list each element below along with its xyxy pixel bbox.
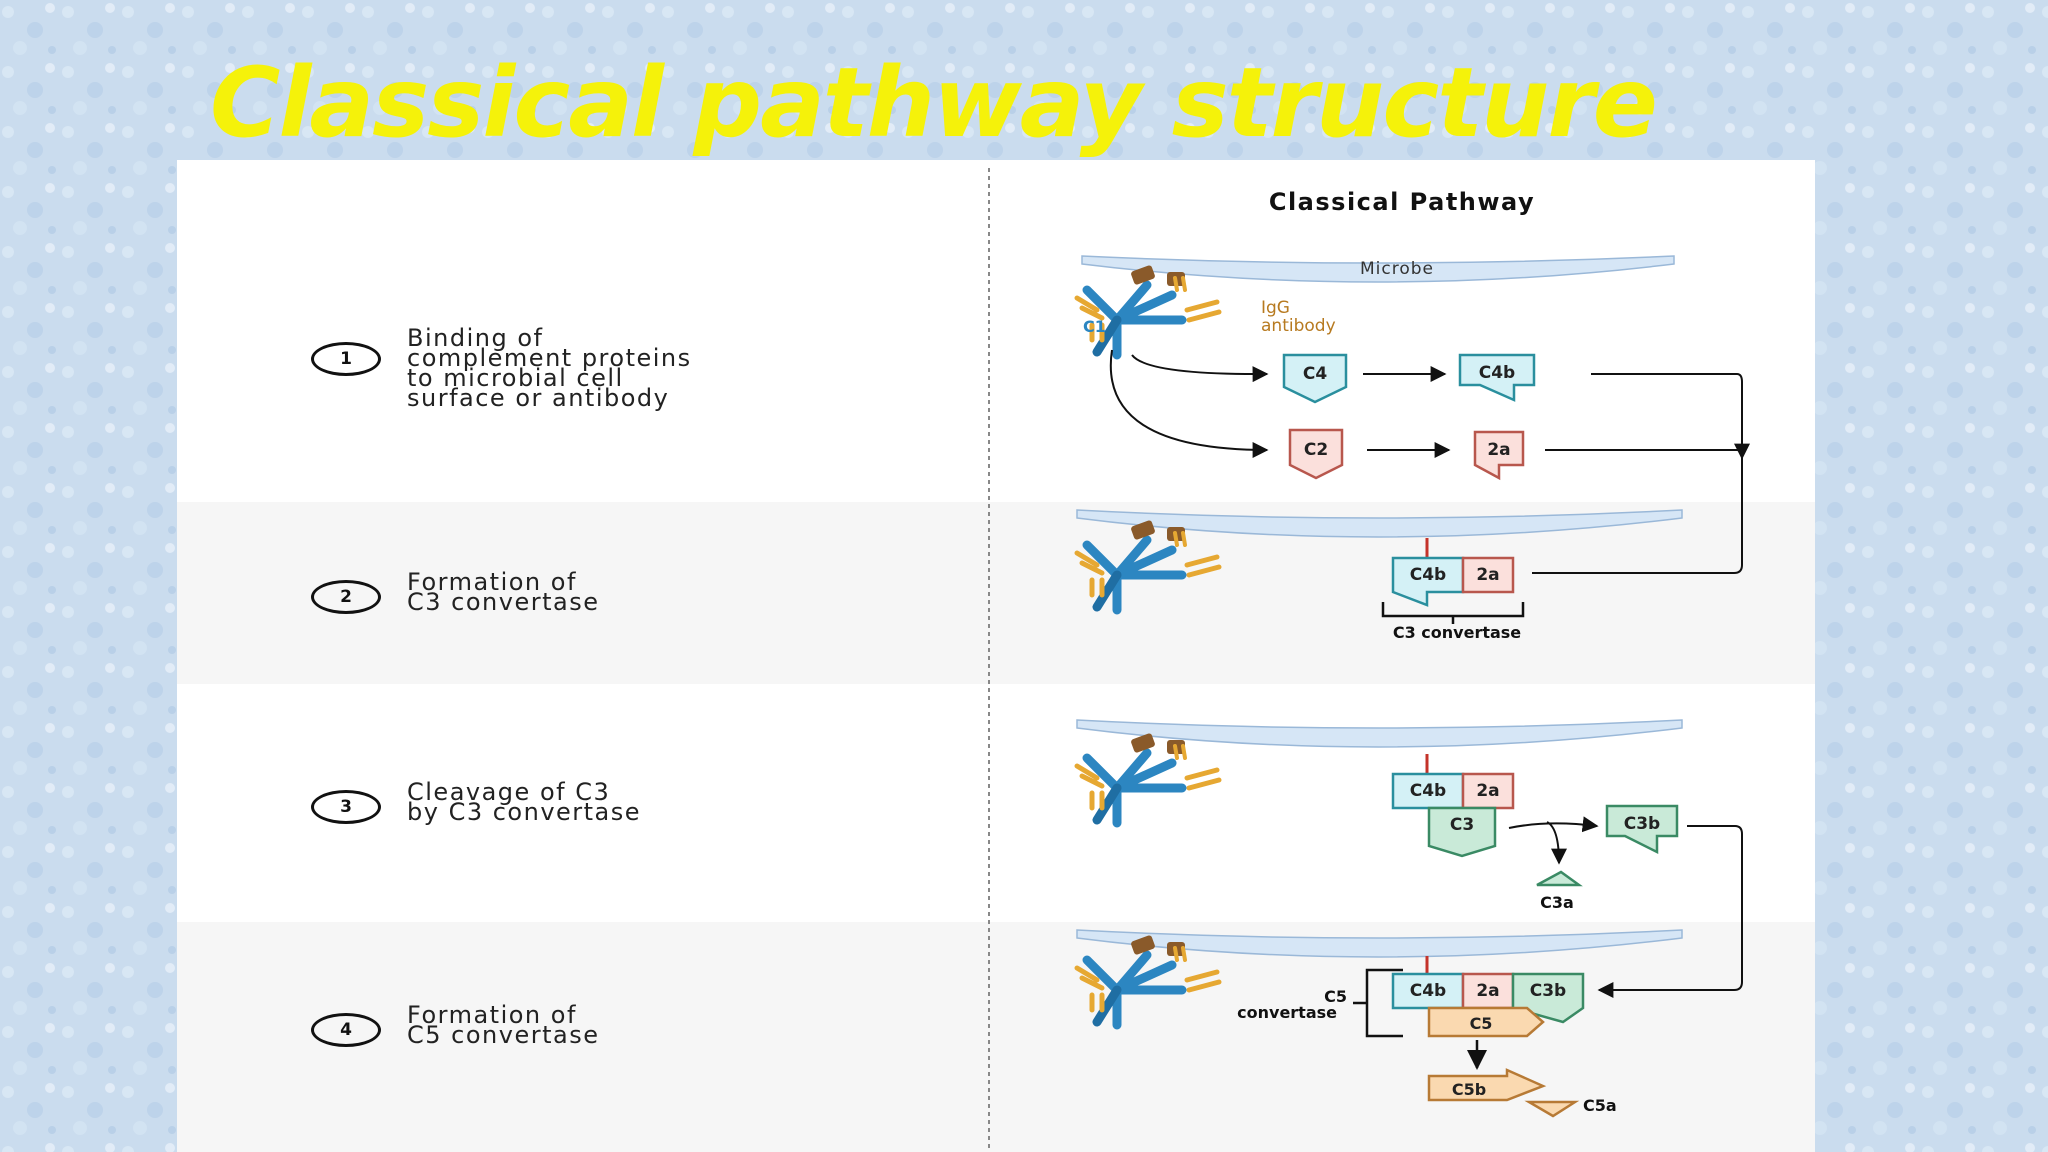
- step-1-line-4: surface or antibody: [407, 384, 670, 412]
- c5-convertase-label-line1: C5: [1324, 987, 1347, 1006]
- c5-convertase-bracket: [1353, 968, 1403, 1038]
- c5-convertase-2a-label: 2a: [1476, 981, 1499, 1001]
- arrow-c1-to-c4: [1131, 354, 1269, 383]
- step-number-2: 2: [311, 580, 381, 614]
- c2a-label: 2a: [1487, 440, 1510, 460]
- c3a-shape: [1536, 870, 1583, 887]
- c5-convertase-complex: C4b 2a C3b C5: [1391, 972, 1585, 1038]
- c5b-shape: C5b: [1427, 1068, 1547, 1102]
- step-2-line-2: C3 convertase: [407, 588, 600, 616]
- c3-convertase-2a-label: 2a: [1476, 565, 1499, 585]
- step-band-4: [177, 922, 1815, 1152]
- c3-convertase-bracket: [1381, 602, 1525, 624]
- step-description-4: Formation of C5 convertase: [407, 1001, 600, 1049]
- c1-antibody-complex-3: [1077, 733, 1219, 823]
- c5b-label: C5b: [1452, 1080, 1486, 1099]
- c3-convertase-label: C3 convertase: [1393, 623, 1521, 642]
- microbe-membrane-1: [1081, 255, 1675, 283]
- c2a-shape: 2a: [1473, 430, 1525, 481]
- arrow-c1-to-c2: [1109, 349, 1269, 458]
- c3a-label: C3a: [1540, 893, 1574, 912]
- microbe-membrane-3: [1076, 719, 1683, 748]
- step-band-1: [177, 160, 1815, 502]
- igg-label-line1: IgG: [1261, 298, 1290, 318]
- diagram-panel: 1 Binding of complement proteins to micr…: [177, 160, 1815, 1152]
- microbe-label: Microbe: [1360, 259, 1434, 279]
- step-description-1: Binding of complement proteins to microb…: [407, 324, 692, 412]
- step-1-line-1: Binding of: [407, 324, 544, 352]
- igg-label-line2: antibody: [1261, 316, 1336, 336]
- microbe-membrane-2: [1076, 509, 1683, 538]
- c5-label: C5: [1470, 1014, 1493, 1033]
- c4-shape: C4: [1282, 353, 1348, 404]
- arrow-c3-to-c3a: [1546, 821, 1567, 865]
- c4b-shape: C4b: [1458, 353, 1536, 402]
- c4-label: C4: [1303, 364, 1327, 384]
- c5a-label: C5a: [1583, 1096, 1617, 1115]
- c3-cleavage-c4b-label: C4b: [1410, 781, 1446, 801]
- connector-c3b-to-step4: [1597, 825, 1743, 998]
- c5-convertase-label-line2: convertase: [1237, 1003, 1337, 1022]
- c1-label: C1: [1083, 317, 1106, 336]
- c5-shape: [1427, 1006, 1545, 1038]
- c3-convertase-c4b-label: C4b: [1410, 565, 1446, 585]
- c4b-label: C4b: [1479, 363, 1515, 383]
- step-number-4: 4: [311, 1013, 381, 1047]
- step-1-line-2: complement proteins: [407, 344, 692, 372]
- c2-label: C2: [1304, 440, 1328, 460]
- c5a-shape: [1524, 1100, 1580, 1118]
- microbe-membrane-4: [1076, 929, 1683, 958]
- c1-antibody-complex-1: [1077, 265, 1219, 355]
- c3b-shape: C3b: [1605, 804, 1679, 855]
- c3-cleavage-2a-label: 2a: [1476, 781, 1499, 801]
- step-3-line-1: Cleavage of C3: [407, 778, 611, 806]
- step-4-line-1: Formation of: [407, 1001, 577, 1029]
- c3b-label: C3b: [1624, 814, 1660, 834]
- c1-antibody-complex-2: [1077, 520, 1219, 610]
- step-1-line-3: to microbial cell: [407, 364, 624, 392]
- c3-shape: [1427, 806, 1497, 858]
- step-3-line-2: by C3 convertase: [407, 798, 642, 826]
- classical-pathway-diagram: Classical Pathway Microbe C1 IgG antibod…: [988, 168, 1815, 1152]
- step-4-line-2: C5 convertase: [407, 1021, 600, 1049]
- c3-convertase-complex: C4b 2a: [1391, 556, 1515, 607]
- slide-title: Classical pathway structure: [210, 47, 1658, 159]
- step-description-2: Formation of C3 convertase: [407, 568, 600, 616]
- step-number-3: 3: [311, 790, 381, 824]
- c2-shape: C2: [1288, 428, 1344, 480]
- c3-cleavage-complex: C4b 2a C3: [1391, 772, 1515, 858]
- step-description-3: Cleavage of C3 by C3 convertase: [407, 778, 642, 826]
- c5-convertase-c4b-label: C4b: [1410, 981, 1446, 1001]
- step-band-2: [177, 502, 1815, 684]
- c3-label: C3: [1450, 815, 1474, 835]
- connector-c4b-c2a-to-step2: [1532, 373, 1742, 574]
- step-2-line-1: Formation of: [407, 568, 577, 596]
- c5-convertase-c3b-label: C3b: [1530, 981, 1566, 1001]
- step-number-1: 1: [311, 342, 381, 376]
- diagram-heading: Classical Pathway: [1269, 188, 1535, 216]
